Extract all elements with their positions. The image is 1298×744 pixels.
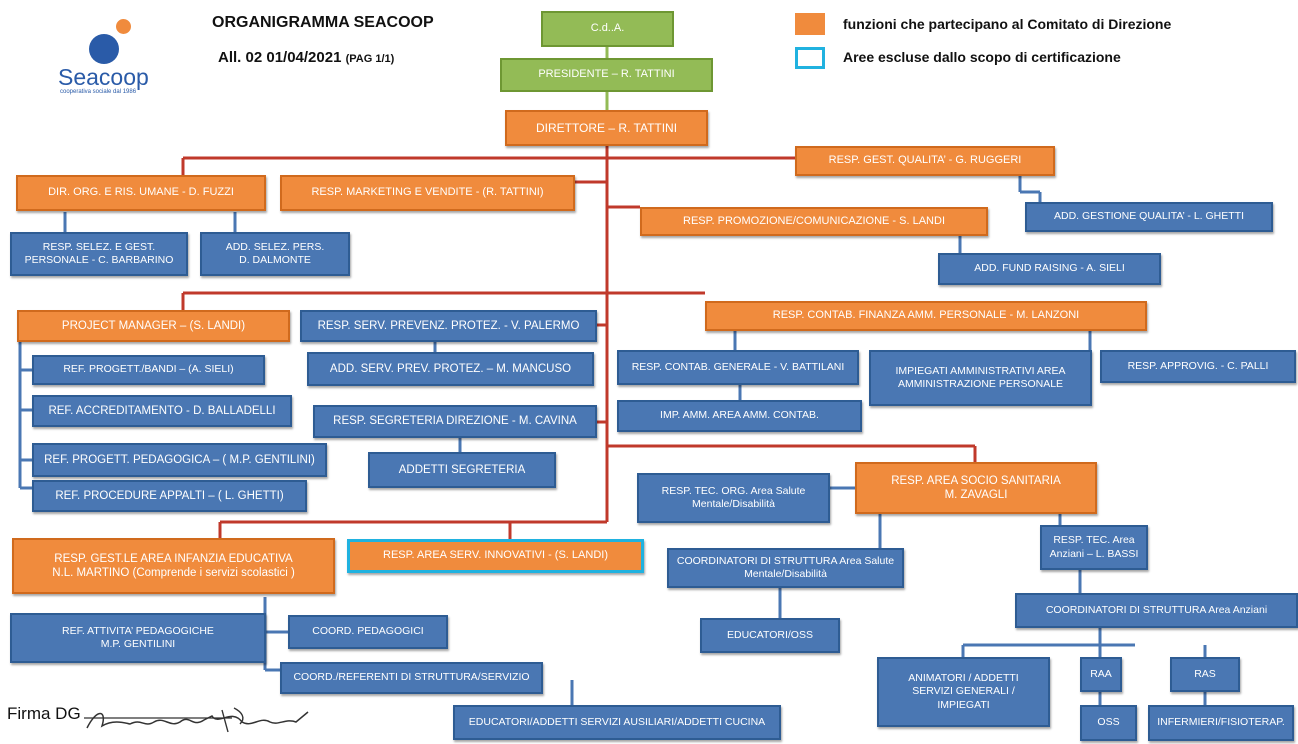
promozione-box: RESP. PROMOZIONE/COMUNICAZIONE - S. LAND… bbox=[640, 207, 988, 236]
handwritten-signature bbox=[84, 707, 309, 733]
ref-attivita-box: REF. ATTIVITA’ PEDAGOGICHE M.P. GENTILIN… bbox=[10, 613, 266, 663]
logo-blue-circle-icon bbox=[89, 34, 119, 64]
marketing-box: RESP. MARKETING E VENDITE - (R. TATTINI) bbox=[280, 175, 575, 211]
dir-org-box: DIR. ORG. E RIS. UMANE - D. FUZZI bbox=[16, 175, 266, 211]
legend-orange-swatch bbox=[795, 13, 825, 35]
ref-appalti-box: REF. PROCEDURE APPALTI – ( L. GHETTI) bbox=[32, 480, 307, 512]
gest-qualita-box: RESP. GEST. QUALITA’ - G. RUGGERI bbox=[795, 146, 1055, 176]
sel-gest-box: RESP. SELEZ. E GEST. PERSONALE - C. BARB… bbox=[10, 232, 188, 276]
oss-box: OSS bbox=[1080, 705, 1137, 741]
logo-name: Seacoop bbox=[58, 64, 149, 90]
legend-orange-label: funzioni che partecipano al Comitato di … bbox=[843, 16, 1172, 32]
educatori-cucina-box: EDUCATORI/ADDETTI SERVIZI AUSILIARI/ADDE… bbox=[453, 705, 781, 740]
infermieri-box: INFERMIERI/FISIOTERAP. bbox=[1148, 705, 1294, 741]
add-prev-box: ADD. SERV. PREV. PROTEZ. – M. MANCUSO bbox=[307, 352, 594, 386]
innovativi-box: RESP. AREA SERV. INNOVATIVI - (S. LANDI) bbox=[347, 539, 644, 573]
ref-accred-box: REF. ACCREDITAMENTO - D. BALLADELLI bbox=[32, 395, 292, 427]
coord-pedag-box: COORD. PEDAGOGICI bbox=[288, 615, 448, 649]
logo-tagline: cooperativa sociale dal 1986 bbox=[60, 89, 137, 95]
fund-raising-box: ADD. FUND RAISING - A. SIELI bbox=[938, 253, 1161, 285]
tec-anziani-box: RESP. TEC. Area Anziani – L. BASSI bbox=[1040, 525, 1148, 570]
legend-cyan-swatch bbox=[795, 47, 825, 69]
coord-anziani-box: COORDINATORI DI STRUTTURA Area Anziani bbox=[1015, 593, 1298, 628]
approvig-box: RESP. APPROVIG. - C. PALLI bbox=[1100, 350, 1296, 383]
page-subtitle: All. 02 01/04/2021 (PAG 1/1) bbox=[218, 49, 395, 66]
imp-amm-box: IMPIEGATI AMMINISTRATIVI AREA AMMINISTRA… bbox=[869, 350, 1092, 406]
socio-san-box: RESP. AREA SOCIO SANITARIA M. ZAVAGLI bbox=[855, 462, 1097, 514]
tec-salute-box: RESP. TEC. ORG. Area Salute Mentale/Disa… bbox=[637, 473, 830, 523]
presidente-box: PRESIDENTE – R. TATTINI bbox=[500, 58, 713, 92]
logo-orange-circle-icon bbox=[116, 19, 131, 34]
ras-box: RAS bbox=[1170, 657, 1240, 692]
signature-label: Firma DG bbox=[7, 704, 81, 723]
direttore-box: DIRETTORE – R. TATTINI bbox=[505, 110, 708, 146]
legend-cyan-label: Aree escluse dallo scopo di certificazio… bbox=[843, 49, 1121, 65]
page-number: (PAG 1/1) bbox=[345, 53, 395, 65]
add-segreteria-box: ADDETTI SEGRETERIA bbox=[368, 452, 556, 488]
add-selez-box: ADD. SELEZ. PERS. D. DALMONTE bbox=[200, 232, 350, 276]
page-title: ORGANIGRAMMA SEACOOP bbox=[212, 14, 434, 31]
cda-box: C.d..A. bbox=[541, 11, 674, 47]
ref-bandi-box: REF. PROGETT./BANDI – (A. SIELI) bbox=[32, 355, 265, 385]
raa-box: RAA bbox=[1080, 657, 1122, 692]
prevenz-box: RESP. SERV. PREVENZ. PROTEZ. - V. PALERM… bbox=[300, 310, 597, 342]
add-qualita-box: ADD. GESTIONE QUALITA’ - L. GHETTI bbox=[1025, 202, 1273, 232]
educatori-oss-box: EDUCATORI/OSS bbox=[700, 618, 840, 653]
coord-salute-box: COORDINATORI DI STRUTTURA Area Salute Me… bbox=[667, 548, 904, 588]
coord-ref-box: COORD./REFERENTI DI STRUTTURA/SERVIZIO bbox=[280, 662, 543, 694]
contab-gen-box: RESP. CONTAB. GENERALE - V. BATTILANI bbox=[617, 350, 859, 385]
ref-pedag-box: REF. PROGETT. PEDAGOGICA – ( M.P. GENTIL… bbox=[32, 443, 327, 477]
segreteria-box: RESP. SEGRETERIA DIREZIONE - M. CAVINA bbox=[313, 405, 597, 438]
animatori-box: ANIMATORI / ADDETTI SERVIZI GENERALI / I… bbox=[877, 657, 1050, 727]
project-manager-box: PROJECT MANAGER – (S. LANDI) bbox=[17, 310, 290, 342]
infanzia-box: RESP. GEST.LE AREA INFANZIA EDUCATIVA N.… bbox=[12, 538, 335, 594]
contab-box: RESP. CONTAB. FINANZA AMM. PERSONALE - M… bbox=[705, 301, 1147, 331]
imp-contab-box: IMP. AMM. AREA AMM. CONTAB. bbox=[617, 400, 862, 432]
